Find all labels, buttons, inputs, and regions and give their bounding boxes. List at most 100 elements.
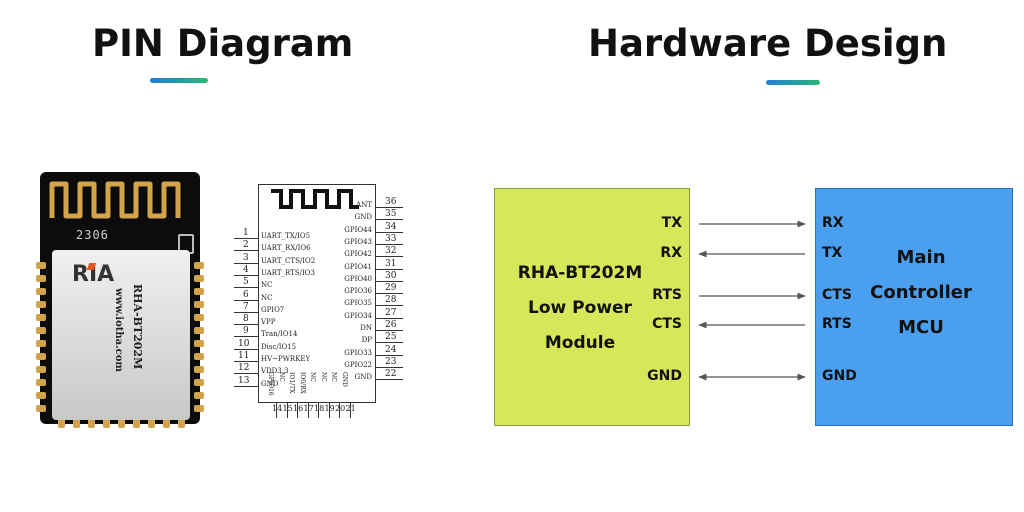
pin-label: DN: [360, 324, 372, 332]
pin-line: [234, 324, 258, 326]
module-pad: [178, 418, 185, 428]
pin-label: ANT: [356, 201, 372, 209]
pin-number: 29: [385, 283, 397, 294]
pin-line: [286, 402, 288, 418]
mcu-signal-label: CTS: [822, 287, 852, 303]
antenna-trace-icon: [49, 181, 181, 219]
pin-number: 1: [243, 228, 249, 238]
module-pad: [194, 262, 204, 269]
pin-line: [307, 402, 309, 418]
pin-number: 2: [243, 240, 249, 251]
hardware-design-title: Hardware Design: [588, 22, 948, 65]
module-pad: [194, 275, 204, 282]
module-pad: [36, 392, 46, 399]
pin-line: [349, 402, 351, 418]
pin-number: 10: [238, 338, 250, 349]
pin-line: [276, 402, 277, 418]
pin-line: [375, 256, 403, 258]
pin-label: GPIO43: [344, 237, 372, 246]
module-signal-label: TX: [661, 215, 682, 231]
pin-label: DP: [361, 336, 372, 345]
module-pad: [36, 262, 46, 269]
pin-number: 26: [385, 320, 397, 330]
module-pad: [36, 366, 46, 373]
pin-line: [375, 280, 403, 282]
pin-label: GPIO44: [344, 225, 372, 234]
pin-line: [234, 274, 258, 276]
module-desc-line3: Module: [544, 333, 616, 353]
mcu-signal-label: GND: [822, 368, 857, 384]
pin-line: [375, 243, 403, 245]
pin-line: [375, 219, 403, 221]
pin-label: HV~PWRKEY: [261, 355, 311, 363]
module-pad: [36, 379, 46, 386]
module-pad: [163, 418, 170, 428]
module-pad: [194, 340, 204, 347]
pin-number: 31: [385, 258, 397, 269]
pin-number: 14: [272, 404, 283, 413]
pin-line: [234, 250, 258, 252]
pin-line: [234, 373, 258, 375]
pin-label: VPP: [261, 318, 276, 327]
pin-line: [234, 385, 258, 387]
module-pad: [133, 418, 140, 428]
pin-line: [375, 379, 403, 381]
mcu-signal-label: TX: [822, 245, 843, 261]
mcu-label-line2: Controller: [870, 282, 972, 303]
pin-label: GND: [354, 373, 372, 382]
pin-number: 15: [282, 404, 293, 413]
pin-number: 9: [243, 326, 249, 337]
mcu-block: Main Controller MCU: [815, 188, 1013, 426]
pin-number: 8: [243, 314, 249, 325]
module-pad: [73, 418, 80, 428]
module-pad: [58, 418, 65, 428]
mcu-signal-label: RX: [822, 215, 844, 231]
pin-label: GPIO34: [344, 311, 372, 320]
pin-label: UART_RX/IO6: [261, 244, 311, 253]
module-pad: [36, 275, 46, 282]
pin-label: GPIO40: [344, 274, 372, 283]
module-pad: [148, 418, 155, 428]
module-signal-label: RTS: [652, 287, 682, 303]
pin-line: [234, 348, 258, 350]
pin-number: 11: [238, 351, 250, 361]
pin-label: GPIO22: [344, 360, 372, 369]
pin-number: 33: [385, 233, 397, 244]
module-pad: [36, 405, 46, 412]
pin-line: [297, 402, 298, 418]
module-pad: [194, 392, 204, 399]
pin-number: 30: [385, 270, 397, 281]
pin-title-underline: [150, 78, 208, 83]
module-pad: [118, 418, 125, 428]
pin-number: 5: [243, 277, 249, 288]
module-pad: [194, 379, 204, 386]
hardware-title-underline: [766, 80, 820, 85]
module-pad: [36, 301, 46, 308]
pin-label: UART_RTS/IO3: [261, 268, 315, 277]
pinout-chip-outline: [258, 184, 376, 403]
pin-line: [375, 268, 403, 270]
pin-line: [234, 287, 258, 289]
pin-number: 4: [243, 264, 249, 275]
pin-label: GPIO7: [261, 305, 285, 314]
module-signal-label: RX: [660, 245, 682, 261]
module-pad: [194, 353, 204, 360]
module-pad: [194, 405, 204, 412]
pin-number: 22: [385, 369, 397, 380]
pin-diagram-title: PIN Diagram: [92, 22, 354, 65]
pin-label: UART_TX/IO5: [261, 232, 311, 240]
pin-line: [375, 231, 403, 233]
pin-line: [375, 354, 403, 356]
mcu-label-line1: Main: [896, 247, 946, 268]
pin-line: [375, 207, 403, 208]
pin-line: [375, 330, 403, 331]
module-pad: [88, 418, 95, 428]
pin-line: [234, 299, 258, 301]
pin-line: [375, 305, 403, 307]
pin-number: 23: [385, 356, 397, 367]
mcu-label-line3: MCU: [898, 317, 944, 338]
module-pad: [103, 418, 110, 428]
pin-label: GPIO35: [344, 299, 372, 308]
pin-number: 12: [238, 363, 250, 374]
